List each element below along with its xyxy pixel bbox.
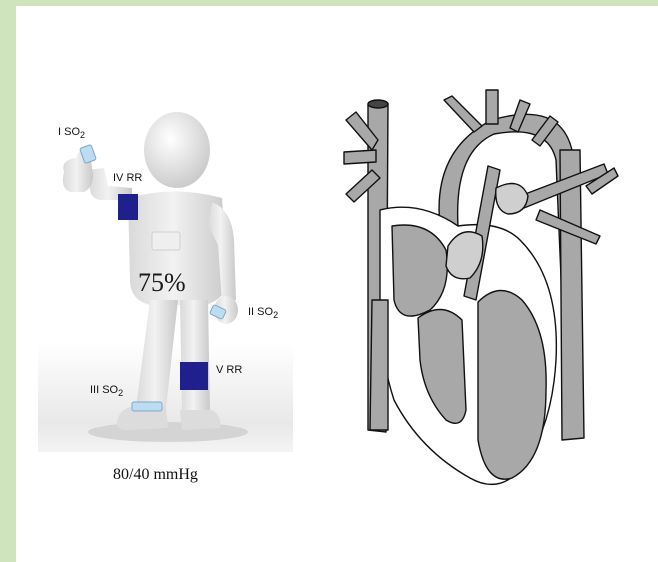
label-sensor-2: II SO2 (248, 306, 278, 320)
blood-pressure-value: 80/40 mmHg (113, 466, 198, 484)
bp-cuff-leg (180, 362, 208, 390)
aortic-branch-1 (444, 96, 482, 132)
figure-leg-left (136, 300, 178, 408)
figure-shadow (88, 422, 248, 442)
figure-foot-right (180, 410, 220, 430)
heart-diagram (344, 90, 618, 484)
label-sensor-3: III SO2 (90, 384, 123, 398)
left-atrium (496, 184, 528, 215)
oxygen-saturation-value: 75% (138, 268, 186, 298)
bp-cuff-arm (118, 194, 138, 220)
label-cuff-5: V RR (216, 364, 242, 376)
label-cuff-4: IV RR (113, 172, 142, 184)
pulmonary-branch-mid (344, 150, 376, 164)
label-sensor-1: I SO2 (58, 126, 85, 140)
chest-patch (152, 232, 180, 250)
figure-leg-right (180, 300, 210, 412)
aortic-branch-2 (486, 90, 498, 124)
so2-sensor-ankle (132, 402, 162, 411)
inferior-vena-cava (370, 300, 388, 430)
descending-aorta (560, 150, 584, 440)
svc-top (368, 100, 388, 108)
figure-head (144, 112, 210, 188)
